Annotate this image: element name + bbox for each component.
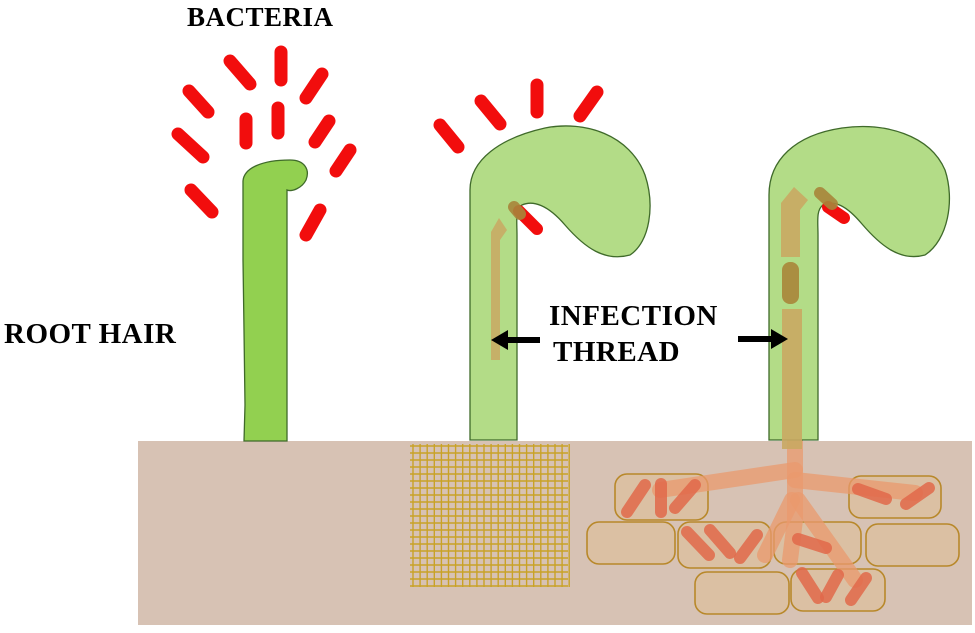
- bacterium: [182, 84, 215, 119]
- soil-bacterium: [669, 479, 701, 514]
- soil-bacterium: [621, 479, 651, 518]
- branched-infection-thread: [652, 433, 923, 588]
- thread-branch-down-right: [790, 492, 863, 588]
- bacterium: [299, 67, 329, 105]
- infection-label-line2: THREAD: [553, 336, 681, 368]
- soil-bacterium: [900, 482, 935, 510]
- soil-bacteria: [621, 478, 935, 606]
- free-bacteria: [171, 45, 604, 242]
- arrow-left: [491, 330, 540, 350]
- cortical-cell: [865, 523, 960, 567]
- bacterium-dark-2: [508, 201, 526, 220]
- thread-branch-down-left: [757, 492, 800, 563]
- soil-bacterium: [845, 572, 872, 606]
- soil-bacterium: [734, 529, 763, 564]
- soil-bacterium: [796, 567, 824, 604]
- soil-bacterium: [704, 524, 736, 559]
- bacterium: [474, 94, 507, 131]
- soil-bacterium: [681, 526, 715, 561]
- bacterium: [171, 127, 210, 164]
- infection-thread-2: [491, 218, 507, 360]
- bacterium-dark-3: [814, 187, 838, 210]
- bacterium: [308, 114, 336, 149]
- infection-thread-label: INFECTION THREAD: [549, 298, 718, 370]
- infection-label-line1: INFECTION: [549, 300, 718, 332]
- infection-thread-3-dark-segment: [782, 262, 799, 304]
- cortical-cell: [586, 521, 676, 565]
- root-hair-1: [242, 159, 308, 442]
- bacterium: [573, 85, 604, 123]
- mesh-grid: [410, 444, 570, 587]
- root-hair-label: ROOT HAIR: [4, 318, 177, 350]
- bacterium: [184, 183, 219, 219]
- bacterium: [223, 54, 257, 91]
- soil-bacterium: [852, 483, 892, 505]
- infection-thread-3-upper: [781, 187, 808, 257]
- soil-bacterium: [820, 569, 844, 603]
- bacteria-label: BACTERIA: [187, 2, 334, 32]
- bacterium: [433, 118, 465, 154]
- cortical-cell: [694, 571, 790, 615]
- bacterium: [329, 143, 357, 178]
- bacterium: [299, 203, 327, 242]
- thread-branch-left: [652, 462, 803, 498]
- arrow-right: [738, 329, 788, 349]
- soil-bacterium: [792, 533, 832, 554]
- infection-thread-3-lower: [782, 309, 802, 449]
